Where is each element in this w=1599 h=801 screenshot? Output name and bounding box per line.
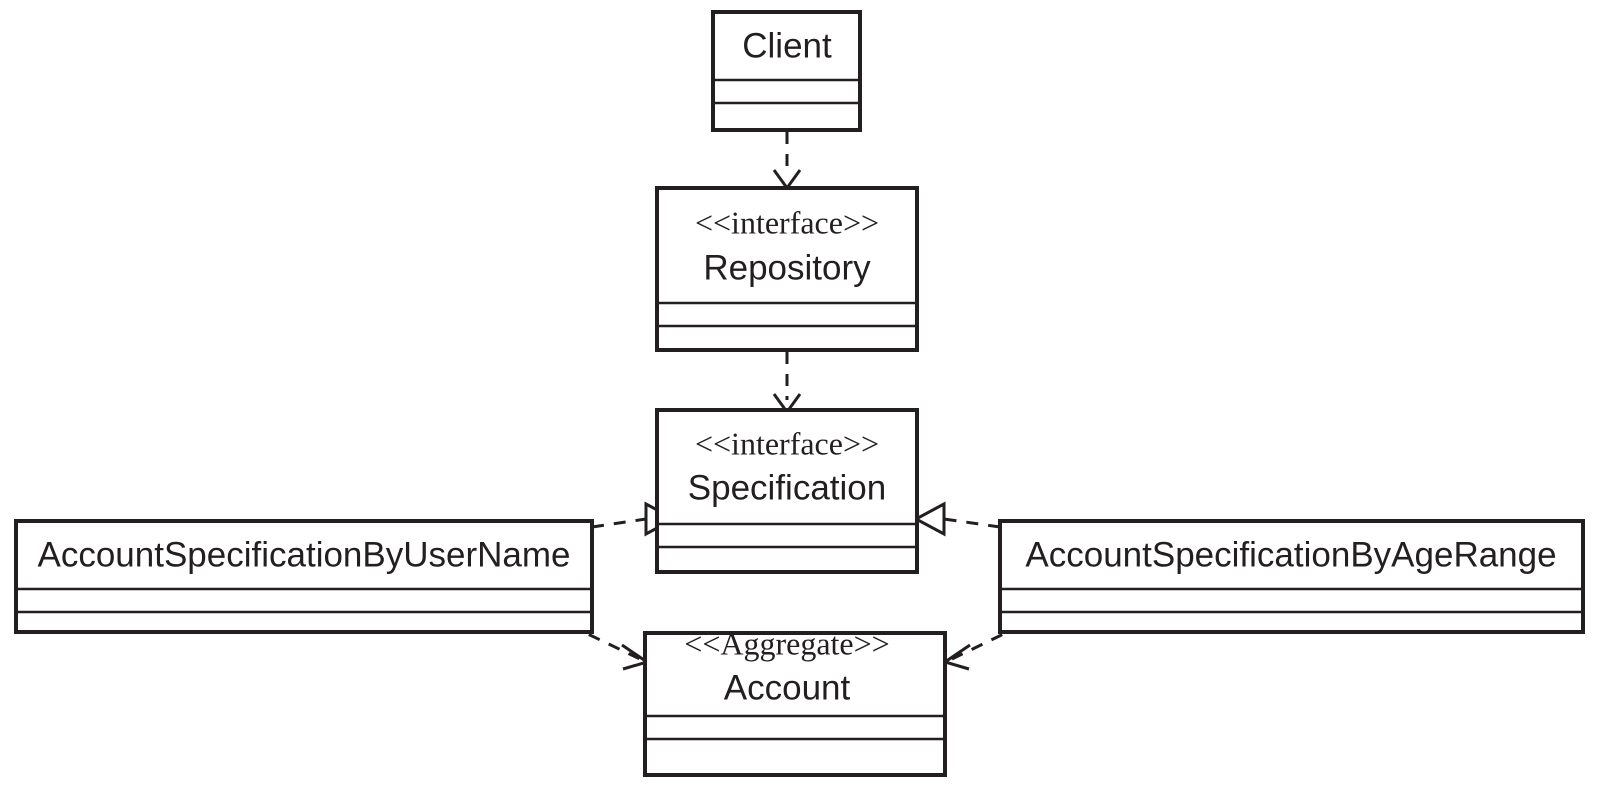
class-box-client-outline	[711, 10, 862, 132]
class-box-account-specification-by-age-range[interactable]: AccountSpecificationByAgeRange	[998, 519, 1585, 634]
class-stereotype-account: <<Aggregate>>	[684, 625, 889, 661]
class-name-account-specification-by-user-name: AccountSpecificationByUserName	[37, 535, 570, 574]
class-box-specification[interactable]: <<interface>> Specification	[655, 408, 919, 574]
class-box-account[interactable]: <<Aggregate>> Account	[643, 625, 947, 777]
class-name-specification: Specification	[688, 468, 886, 507]
class-box-account-specification-by-age-range-outline	[998, 519, 1585, 634]
class-box-account-specification-by-user-name[interactable]: AccountSpecificationByUserName	[14, 519, 594, 634]
class-box-repository[interactable]: <<interface>> Repository	[655, 186, 919, 352]
class-box-specification-outline	[655, 408, 919, 574]
class-name-client: Client	[742, 26, 832, 65]
class-box-account-outline	[643, 631, 947, 777]
relationship-client-to-repository	[772, 132, 802, 191]
class-stereotype-specification: <<interface>>	[695, 425, 879, 461]
class-name-account-specification-by-age-range: AccountSpecificationByAgeRange	[1025, 535, 1556, 574]
class-box-client[interactable]: Client	[711, 10, 862, 132]
class-name-account: Account	[724, 668, 851, 707]
relationship-age-range-spec-realizes-specification	[912, 501, 1001, 537]
class-box-account-specification-by-user-name-outline	[14, 519, 594, 634]
class-box-repository-outline	[655, 186, 919, 352]
class-stereotype-repository: <<interface>>	[695, 204, 879, 240]
relationship-repository-to-specification	[772, 352, 802, 415]
class-name-repository: Repository	[703, 248, 871, 287]
